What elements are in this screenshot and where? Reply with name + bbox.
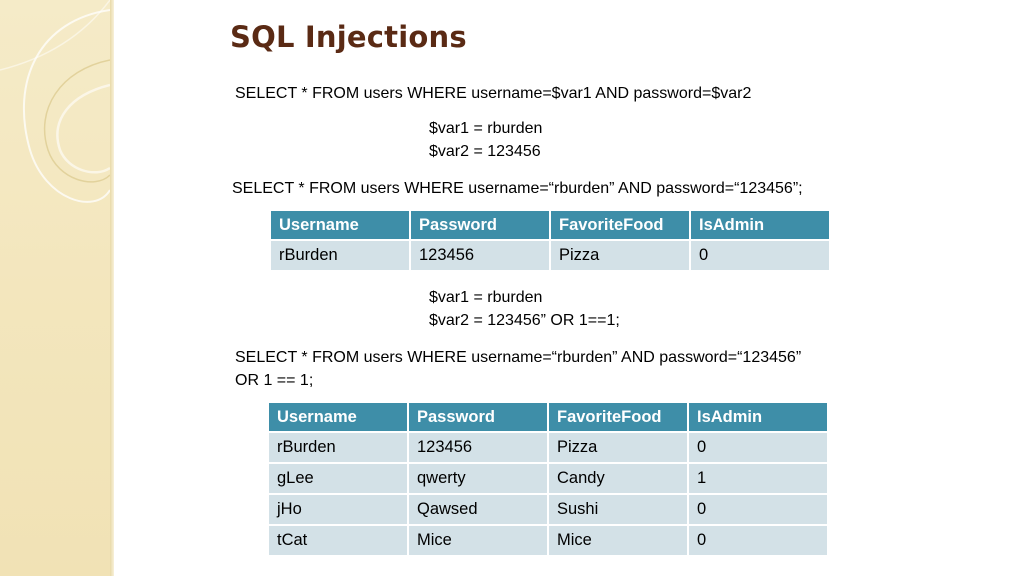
results-table-1: Username Password FavoriteFood IsAdmin r…: [269, 209, 831, 272]
cell-username: tCat: [269, 526, 407, 555]
cell-username: jHo: [269, 495, 407, 524]
cell-username: rBurden: [269, 433, 407, 462]
column-header-password: Password: [409, 403, 547, 431]
cell-isadmin: 0: [689, 526, 827, 555]
example1-var2: $var2 = 123456: [429, 143, 541, 160]
cell-favoritefood: Sushi: [549, 495, 687, 524]
column-header-password: Password: [411, 211, 549, 239]
example2-var1: $var1 = rburden: [429, 289, 543, 306]
column-header-username: Username: [269, 403, 407, 431]
cell-username: gLee: [269, 464, 407, 493]
column-header-isadmin: IsAdmin: [691, 211, 829, 239]
decorative-swirl-graphic: [0, 0, 110, 203]
column-header-favoritefood: FavoriteFood: [551, 211, 689, 239]
cell-isadmin: 0: [689, 433, 827, 462]
example2-var2: $var2 = 123456” OR 1==1;: [429, 312, 620, 329]
table-row: rBurden 123456 Pizza 0: [271, 241, 829, 270]
table-row: jHo Qawsed Sushi 0: [269, 495, 827, 524]
example2-query-line2: OR 1 == 1;: [235, 372, 314, 389]
table-header-row: Username Password FavoriteFood IsAdmin: [271, 211, 829, 239]
example2-query-line1: SELECT * FROM users WHERE username=“rbur…: [235, 349, 802, 366]
cell-password: Mice: [409, 526, 547, 555]
table-header-row: Username Password FavoriteFood IsAdmin: [269, 403, 827, 431]
decorative-side-panel: [0, 0, 110, 576]
query-template: SELECT * FROM users WHERE username=$var1…: [235, 85, 752, 102]
cell-isadmin: 0: [689, 495, 827, 524]
cell-password: qwerty: [409, 464, 547, 493]
cell-password: 123456: [409, 433, 547, 462]
cell-isadmin: 0: [691, 241, 829, 270]
results-table-2: Username Password FavoriteFood IsAdmin r…: [267, 401, 829, 557]
cell-password: Qawsed: [409, 495, 547, 524]
example1-query: SELECT * FROM users WHERE username=“rbur…: [232, 180, 803, 197]
slide-title: SQL Injections: [230, 20, 467, 54]
cell-username: rBurden: [271, 241, 409, 270]
cell-password: 123456: [411, 241, 549, 270]
table-row: rBurden 123456 Pizza 0: [269, 433, 827, 462]
side-panel-edge: [110, 0, 114, 576]
table-row: tCat Mice Mice 0: [269, 526, 827, 555]
cell-favoritefood: Mice: [549, 526, 687, 555]
cell-favoritefood: Candy: [549, 464, 687, 493]
example1-var1: $var1 = rburden: [429, 120, 543, 137]
column-header-isadmin: IsAdmin: [689, 403, 827, 431]
table-row: gLee qwerty Candy 1: [269, 464, 827, 493]
column-header-username: Username: [271, 211, 409, 239]
cell-isadmin: 1: [689, 464, 827, 493]
cell-favoritefood: Pizza: [551, 241, 689, 270]
cell-favoritefood: Pizza: [549, 433, 687, 462]
column-header-favoritefood: FavoriteFood: [549, 403, 687, 431]
